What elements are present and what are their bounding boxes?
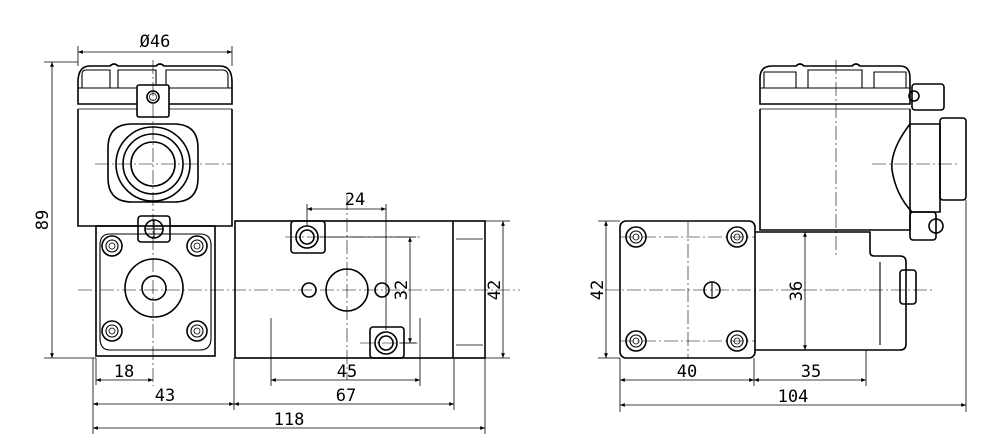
side-plate: [619, 220, 756, 359]
lower-screw: [137, 215, 171, 243]
bottom-port: [369, 326, 405, 359]
dim-label: 24: [345, 190, 365, 210]
head-flange: [95, 225, 216, 357]
dim-label: 42: [485, 280, 505, 300]
side-cap: [759, 63, 911, 110]
dimension-42-side: 42: [588, 220, 620, 359]
dimension-35: 35: [754, 350, 867, 386]
dimension-89: 89: [33, 61, 96, 359]
dimension-67: 67: [233, 358, 455, 410]
flange-bolt: [101, 235, 123, 257]
dimension-42-front: 42: [485, 220, 510, 359]
dim-label: 35: [801, 362, 821, 382]
dimension-45: 45: [270, 358, 421, 386]
flange-bolt: [186, 235, 208, 257]
coil-housing: [77, 109, 233, 227]
dim-label: 42: [588, 280, 608, 300]
valve-body: [234, 220, 486, 359]
dimension-32: 32: [320, 236, 416, 344]
dim-label: 104: [778, 387, 809, 407]
dimension-18: 18: [95, 358, 154, 385]
dimension-36: 36: [787, 231, 807, 350]
dim-label: 89: [33, 210, 53, 230]
dim-label: 45: [337, 362, 357, 382]
side-centerlines: [605, 60, 960, 358]
dim-label: 40: [677, 362, 697, 382]
side-coil-housing: [759, 83, 967, 241]
dimension-43: 43: [92, 358, 235, 434]
dim-label: 67: [336, 386, 356, 406]
side-coil-body: [755, 231, 917, 351]
dimension-24: 24: [306, 190, 387, 330]
front-view: Ø46 89 24 32 42 18: [33, 32, 520, 434]
dim-label: 18: [114, 362, 134, 382]
dimension-dia46: Ø46: [77, 32, 233, 66]
dim-label: 118: [274, 410, 305, 430]
dimension-104: 104: [620, 200, 967, 412]
dim-label: 36: [787, 281, 807, 301]
dimension-118: 118: [93, 358, 486, 434]
dimension-40: 40: [619, 358, 755, 412]
front-centerlines: [78, 60, 520, 386]
flange-bolt: [101, 320, 123, 342]
dim-label: 32: [392, 280, 412, 300]
side-view: 42 36 40 35 104: [588, 60, 967, 412]
dim-label: Ø46: [140, 32, 171, 52]
flange-bolt: [186, 320, 208, 342]
dim-label: 43: [155, 386, 175, 406]
